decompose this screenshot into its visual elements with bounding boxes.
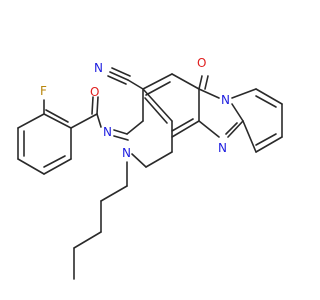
bond-nitrile-triple-c <box>111 67 131 77</box>
atom-amide-o: O <box>90 85 99 99</box>
bond-a3 <box>131 153 147 168</box>
bond-d1 <box>231 88 257 99</box>
bond-a10-double <box>171 118 194 132</box>
bond-a7-double <box>145 81 171 96</box>
atom-imine-n: N <box>103 125 112 139</box>
bond-a2 <box>126 120 144 135</box>
bond-a7 <box>142 73 173 90</box>
molecule-svg: N O O N N N N F <box>17 56 283 280</box>
atom-fluorine: F <box>40 84 47 98</box>
atom-pyrimidine-n: N <box>218 141 227 155</box>
bond-imine-a <box>113 129 128 135</box>
atom-pentyl-n: N <box>122 146 131 160</box>
bond-d5 <box>242 120 257 153</box>
bond-d2 <box>255 88 283 105</box>
bond-pentyl-4 <box>73 231 102 249</box>
bond-nitrile-triple-a <box>109 71 129 81</box>
atom-ring-carbonyl-o: O <box>197 56 206 70</box>
bond-c4 <box>227 120 244 138</box>
bond-amide-c-o-a <box>96 96 99 115</box>
bond-a4 <box>145 151 173 168</box>
bond-ring-carbonyl-a <box>198 75 203 90</box>
bond-p4 <box>17 158 45 175</box>
bond-p5-double <box>43 155 66 168</box>
bond-amide-n-c <box>96 113 102 128</box>
bond-nitrile-triple-b <box>107 75 127 85</box>
bond-p2 <box>17 113 45 129</box>
bond-a10 <box>171 120 200 138</box>
bond-imine-b <box>113 135 129 141</box>
molecule-drawing: N O O N N N N F <box>17 56 283 280</box>
atom-bridge-n: N <box>221 93 230 107</box>
bond-p5 <box>43 158 72 175</box>
bond-amide-c-aryl <box>70 113 98 129</box>
bond-c3 <box>231 103 244 122</box>
bond-ring-carbonyl-b <box>204 75 209 90</box>
bond-c1 <box>198 120 220 138</box>
bond-d4 <box>255 136 283 153</box>
bond-nitrile-c-ring <box>127 79 144 90</box>
bond-p1-double <box>45 109 69 123</box>
bond-d4-double <box>255 133 277 146</box>
bond-layer <box>17 67 283 280</box>
bond-pentyl-2 <box>100 185 128 202</box>
atom-layer: N O O N N N N F <box>40 56 230 160</box>
bond-amide-c-o-b <box>91 96 94 115</box>
bond-c4-double <box>225 122 238 135</box>
bond-d2-double <box>255 95 277 108</box>
bond-p1 <box>43 113 72 129</box>
bond-c2 <box>198 88 220 99</box>
bond-a6-double <box>144 97 168 124</box>
bond-a8 <box>171 73 200 90</box>
atom-nitrile-n: N <box>94 61 103 75</box>
